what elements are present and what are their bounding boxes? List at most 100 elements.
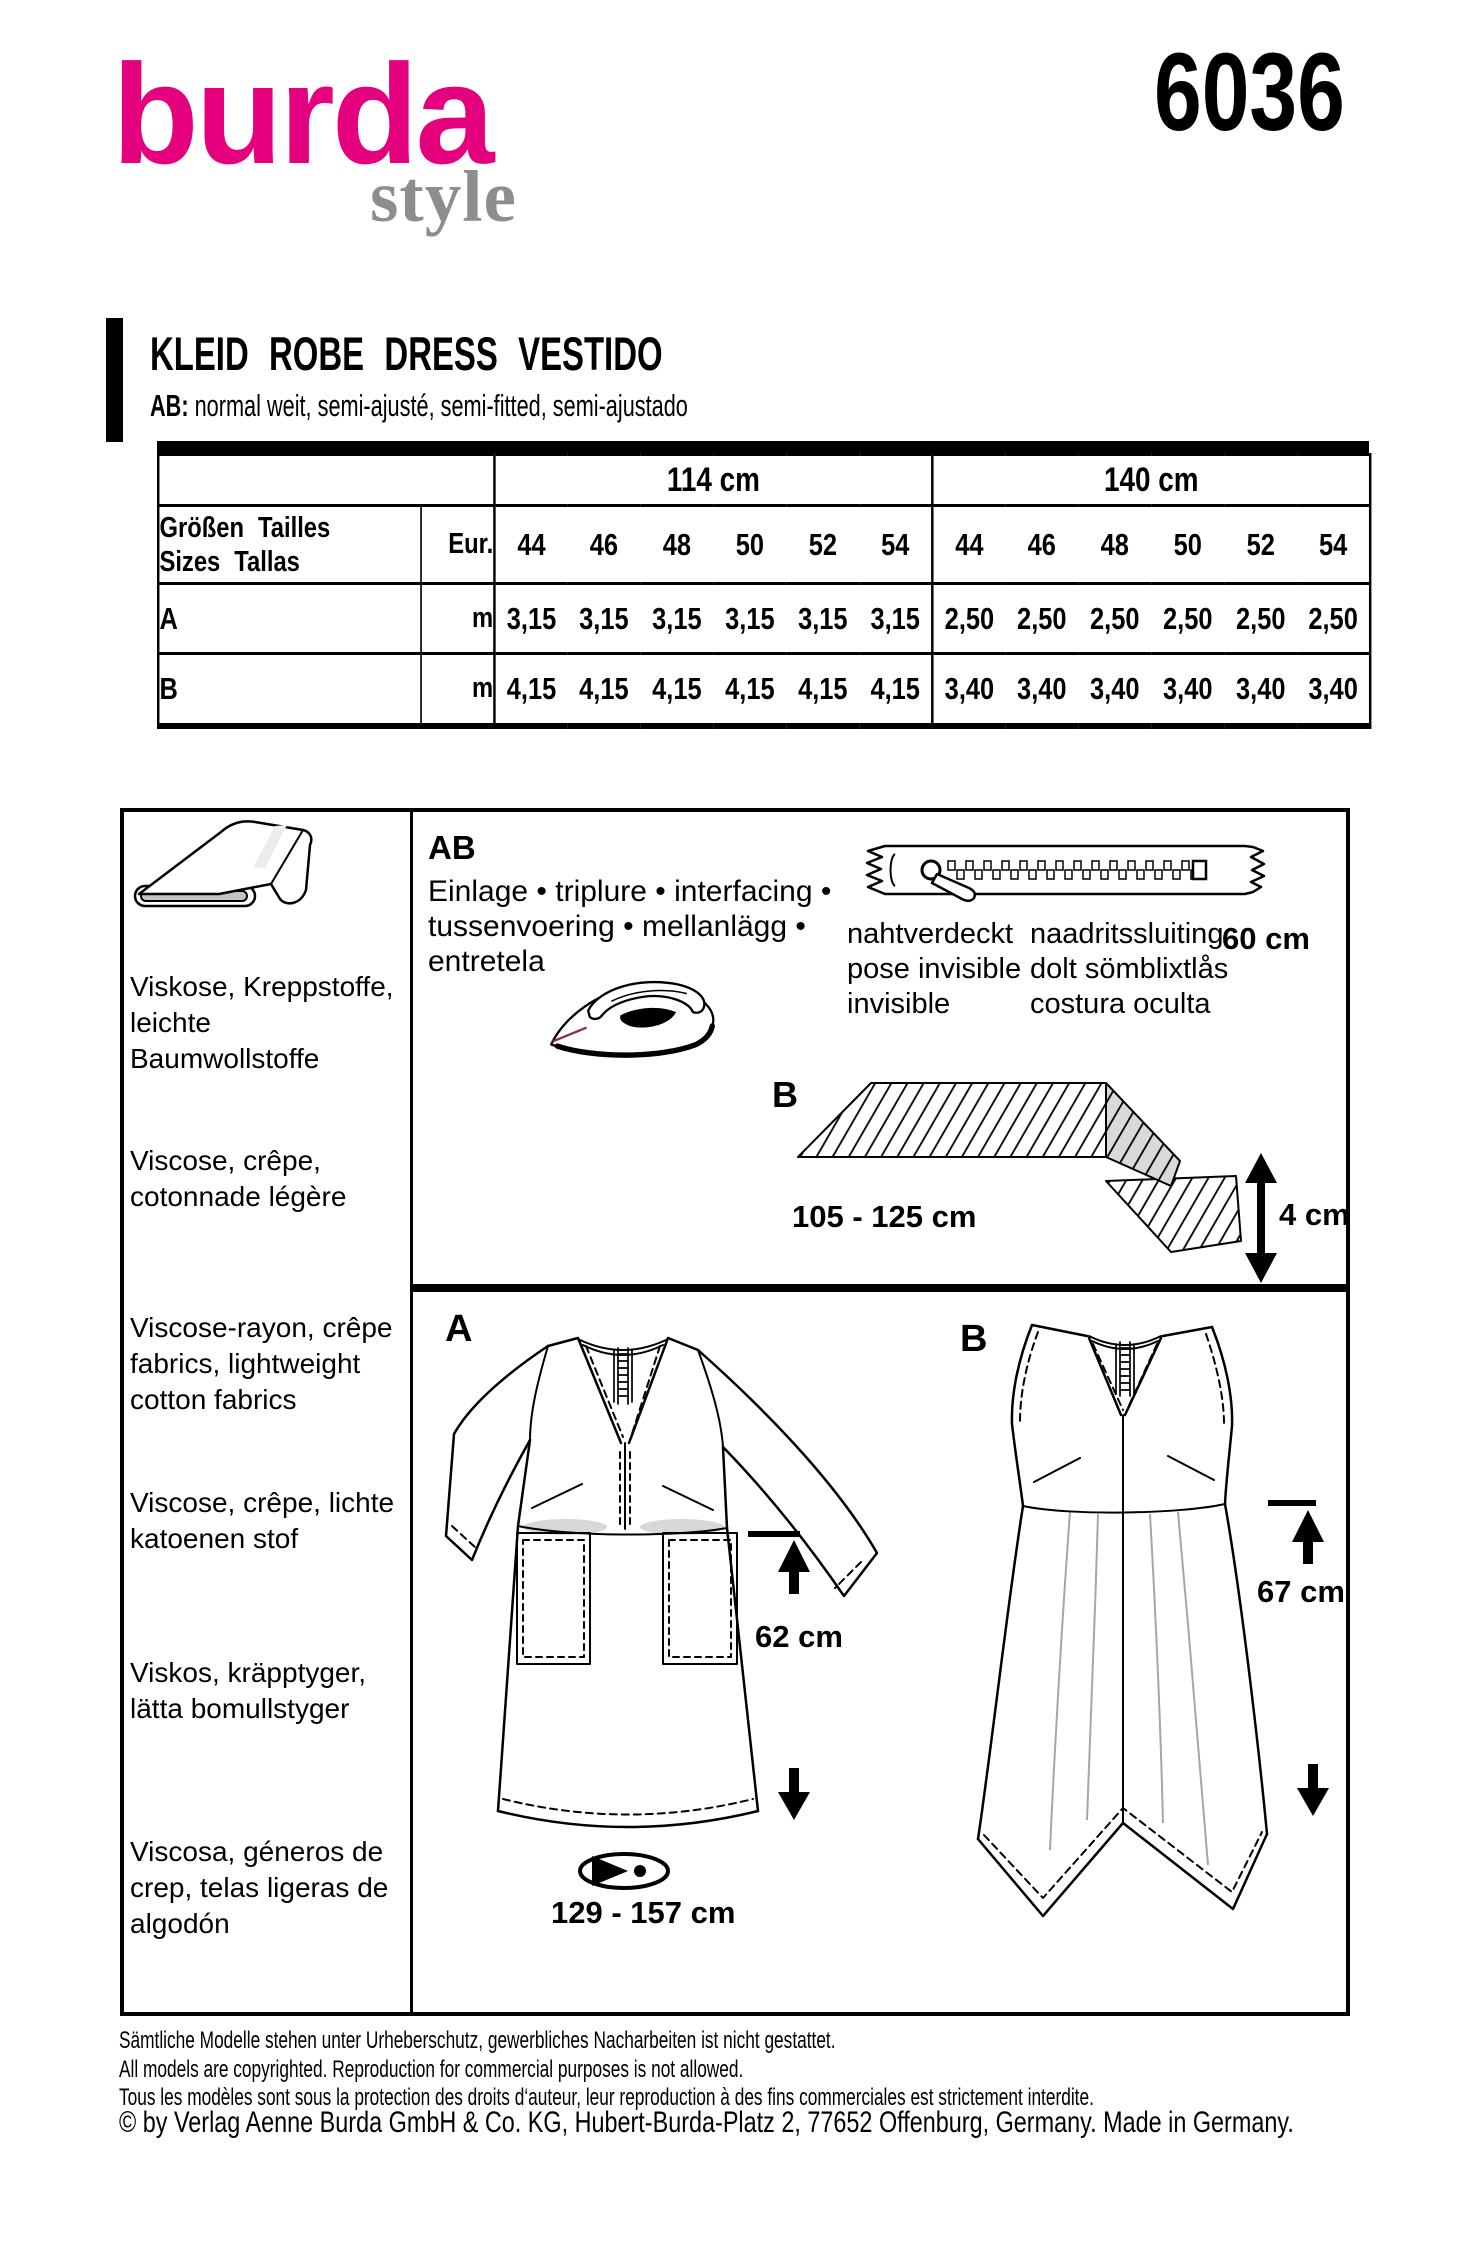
copyright-en-text: All models are copyrighted. Reproduction… xyxy=(119,2056,744,2083)
yardage-cell: 3,15 xyxy=(493,583,568,655)
notions-section-label: AB xyxy=(428,829,476,866)
size-cell: 50 xyxy=(1151,505,1225,585)
fabric-width-140: 140 cm xyxy=(931,454,1371,507)
pattern-number: 6036 xyxy=(1154,38,1399,148)
fabric-suggestion-en: Viscose-rayon, crêpe fabrics, lightweigh… xyxy=(130,1312,393,1415)
bias-strip-width: 4 cm xyxy=(1279,1197,1350,1232)
zipper-type-line: dolt sömblixtlås xyxy=(1030,953,1229,985)
variant-label: AB: xyxy=(150,388,189,423)
zipper-type-col1: nahtverdeckt pose invisible invisible xyxy=(847,917,1021,1022)
size-cell: 48 xyxy=(1078,505,1152,585)
zipper-type-line: costura oculta xyxy=(1030,988,1211,1020)
size-cell: 46 xyxy=(567,505,641,585)
title-accent-bar xyxy=(106,318,123,442)
size-cell: 50 xyxy=(713,505,787,585)
zipper-type-line: naadritssluiting xyxy=(1030,918,1224,950)
view-b-label: B xyxy=(960,1318,988,1360)
copyright-de: Sämtliche Modelle stehen unter Urhebersc… xyxy=(119,2027,1114,2054)
size-cell: 48 xyxy=(640,505,714,585)
yardage-cell: 2,50 xyxy=(931,583,1006,655)
sizes-header-cell: Größen Tailles Sizes Tallas xyxy=(158,505,421,585)
pattern-number-text: 6036 xyxy=(1154,31,1345,154)
fabric-suggestion-fr: Viscose, crêpe, cotonnade légère xyxy=(130,1145,347,1212)
yardage-cell: 4,15 xyxy=(725,670,775,706)
yardage-cell: 3,40 xyxy=(1163,670,1213,706)
yardage-cell: 3,15 xyxy=(859,583,933,655)
view-b-back-length: 67 cm xyxy=(1257,1574,1345,1609)
section-divider xyxy=(410,1284,1350,1292)
fit-description-text: normal weit, semi-ajusté, semi-fitted, s… xyxy=(194,388,688,423)
fabric-suggestion-nl: Viscose, crêpe, lichte katoenen stof xyxy=(130,1487,395,1554)
brand-logo: burda xyxy=(112,35,494,194)
yardage-cell: 3,40 xyxy=(1308,670,1358,706)
invisible-zipper-icon xyxy=(865,844,1266,902)
copyright-de-text: Sämtliche Modelle stehen unter Urhebersc… xyxy=(119,2027,836,2054)
unit-cell: m xyxy=(419,583,495,655)
interfacing-text: Einlage • triplure • interfacing • tusse… xyxy=(428,874,858,979)
content-box xyxy=(120,808,1350,2016)
eur-header-cell: Eur. xyxy=(419,505,495,585)
size-cell: 44 xyxy=(493,505,568,585)
size-cell: 44 xyxy=(931,505,1006,585)
table-header-bar xyxy=(157,441,1369,453)
sidebar-divider xyxy=(410,808,413,2016)
brand-logo-sub: style xyxy=(370,156,517,237)
view-a-label: A xyxy=(445,1308,473,1350)
fabric-bolt-icon xyxy=(133,820,313,908)
length-arrow-icon xyxy=(1268,1500,1329,1816)
yardage-cell: 3,40 xyxy=(931,653,1006,726)
view-a-hem-circumference: 129 - 157 cm xyxy=(551,1895,736,1930)
yardage-cell: 3,40 xyxy=(1090,670,1140,706)
fit-description: AB: normal weit, semi-ajusté, semi-fitte… xyxy=(150,388,918,423)
iron-icon xyxy=(550,980,715,1058)
double-arrow-icon xyxy=(1245,1153,1277,1283)
size-cell: 52 xyxy=(786,505,860,585)
yardage-cell: 4,15 xyxy=(870,670,920,706)
skirt-fold-lines xyxy=(1049,1511,1209,1866)
table-corner-cell xyxy=(158,454,495,507)
interfacing-line: entretela xyxy=(428,945,545,978)
yardage-cell: 2,50 xyxy=(1078,583,1152,655)
view-a-row-label: A xyxy=(158,583,421,655)
dress-b-drawing xyxy=(976,1323,1329,1918)
yardage-cell: 2,50 xyxy=(1224,583,1298,655)
length-arrow-icon xyxy=(748,1531,810,1820)
fabric-suggestion-sv: Viskos, kräpptyger, lätta bomullstyger xyxy=(130,1657,367,1724)
view-a-back-length: 62 cm xyxy=(755,1619,843,1654)
yardage-cell: 3,15 xyxy=(786,583,860,655)
unit-cell: m xyxy=(419,653,495,726)
size-cell: 54 xyxy=(1297,505,1371,585)
yardage-cell: 4,15 xyxy=(652,670,702,706)
zipper-type-line: pose invisible xyxy=(847,953,1022,985)
copyright-en: All models are copyrighted. Reproduction… xyxy=(119,2056,986,2083)
publisher-line: © by Verlag Aenne Burda GmbH & Co. KG, H… xyxy=(119,2106,1465,2139)
yardage-cell: 2,50 xyxy=(1005,583,1079,655)
yardage-cell: 3,15 xyxy=(567,583,641,655)
size-cell: 54 xyxy=(859,505,933,585)
dress-a-outline xyxy=(444,1336,879,1829)
interfacing-line: Einlage • triplure • interfacing • xyxy=(428,875,832,908)
yardage-cell: 2,50 xyxy=(1297,583,1371,655)
zipper-length: 60 cm xyxy=(1222,921,1310,956)
yardage-table: 114 cm 140 cm Größen Tailles Sizes Talla… xyxy=(157,453,1372,729)
interfacing-line: tussenvoering • mellanlägg • xyxy=(428,910,806,943)
zipper-type-line: nahtverdeckt xyxy=(847,918,1014,950)
bias-strip-icon xyxy=(797,1082,1242,1253)
zipper-type-line: invisible xyxy=(847,988,951,1020)
fabric-suggestion-de: Viskose, Kreppstoffe, leichte Baumwollst… xyxy=(130,971,394,1074)
dress-a-drawing xyxy=(444,1336,879,1890)
yardage-cell: 4,15 xyxy=(798,670,848,706)
back-zipper-detail xyxy=(613,1347,633,1405)
garment-title: KLEID ROBE DRESS VESTIDO xyxy=(150,328,882,380)
dress-b-outline xyxy=(976,1323,1269,1918)
yardage-cell: 4,15 xyxy=(579,670,629,706)
yardage-table-wrap: 114 cm 140 cm Größen Tailles Sizes Talla… xyxy=(157,453,1372,729)
garment-title-text: KLEID ROBE DRESS VESTIDO xyxy=(150,327,663,380)
publisher-line-text: © by Verlag Aenne Burda GmbH & Co. KG, H… xyxy=(119,2106,1294,2139)
patch-pockets xyxy=(516,1532,738,1665)
fabric-width-114: 114 cm xyxy=(493,454,933,507)
hem-circumference-icon xyxy=(578,1852,670,1890)
bias-strip-length: 105 - 125 cm xyxy=(792,1199,977,1234)
zipper-type-col2: naadritssluiting dolt sömblixtlås costur… xyxy=(1030,917,1228,1022)
